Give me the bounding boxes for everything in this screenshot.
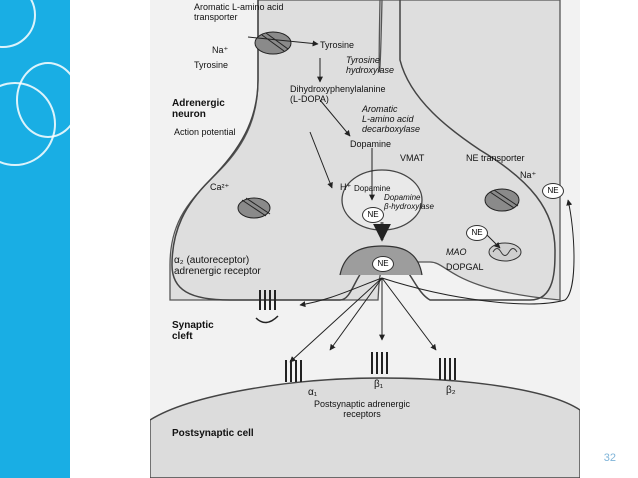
ne-molecule: NE bbox=[372, 256, 394, 272]
ne-transporter-label: NE transporter bbox=[466, 153, 525, 163]
dopamine-label: Dopamine bbox=[350, 139, 392, 149]
mitochondrion bbox=[488, 242, 522, 262]
ca-label: Ca²⁺ bbox=[210, 182, 230, 192]
synaptic-cleft-label: Synaptic cleft bbox=[172, 320, 214, 342]
alpha1-receptor bbox=[285, 360, 302, 382]
decorative-ring bbox=[0, 0, 36, 48]
beta2-receptor bbox=[439, 358, 456, 380]
arrow-transport bbox=[247, 36, 319, 47]
mao-label: MAO bbox=[446, 247, 467, 257]
action-potential-label: Action potential bbox=[174, 127, 236, 137]
amino-acid-transporter bbox=[254, 31, 292, 55]
adrenergic-neuron-label: Adrenergic neuron bbox=[172, 98, 225, 120]
dbh-label: Dopamine β-hydroxylase bbox=[384, 193, 434, 211]
na-right-label: Na⁺ bbox=[520, 170, 537, 180]
beta1-receptor bbox=[371, 352, 388, 374]
tyrosine-hydroxylase-label: Tyrosine hydroxylase bbox=[346, 55, 395, 75]
beta2-label: β₂ bbox=[446, 385, 456, 396]
postsynaptic-cell bbox=[150, 377, 580, 478]
transporter-label: Aromatic L-amino acid transporter bbox=[194, 2, 284, 22]
diagram-drawing: 8 bbox=[150, 0, 580, 478]
dopgal-label: DOPGAL bbox=[446, 262, 484, 272]
tyrosine-right-label: Tyrosine bbox=[320, 40, 355, 50]
slide-accent-bar bbox=[0, 0, 80, 478]
alpha2-label: α₂ (autoreceptor) adrenergic receptor bbox=[174, 255, 261, 277]
postsynaptic-receptors-label: Postsynaptic adrenergic receptors bbox=[314, 399, 411, 419]
postsynaptic-receptor-group bbox=[285, 352, 456, 382]
ne-molecule: NE bbox=[362, 207, 384, 223]
h-plus-label: H⁺ bbox=[340, 182, 352, 192]
vmat-label: VMAT bbox=[400, 153, 425, 163]
na-top-label: Na⁺ bbox=[212, 45, 229, 55]
mitochondrion-cristae bbox=[492, 248, 518, 256]
ne-transporter bbox=[484, 188, 520, 212]
ne-molecule: NE bbox=[542, 183, 564, 199]
tyrosine-left-label: Tyrosine bbox=[194, 60, 229, 70]
calcium-channel bbox=[237, 197, 271, 219]
ne-diffusion-arrows bbox=[289, 199, 575, 363]
alpha2-receptor-tail bbox=[255, 315, 279, 324]
beta1-label: β₁ bbox=[374, 379, 384, 390]
dopamine-vesicle-label: Dopamine bbox=[354, 184, 391, 193]
arrow-decarboxylation bbox=[319, 99, 351, 137]
decarboxylase-label: Aromatic L-amino acid decarboxylase bbox=[362, 104, 421, 134]
ne-molecule: NE bbox=[466, 225, 488, 241]
page-number: 32 bbox=[603, 452, 616, 464]
alpha1-label: α₁ bbox=[308, 387, 318, 398]
arrow-action-potential bbox=[309, 131, 333, 189]
dopa-label: Dihydroxyphenylalanine (L-DOPA) bbox=[290, 84, 386, 104]
alpha2-receptor bbox=[259, 290, 276, 310]
postsynaptic-cell-label: Postsynaptic cell bbox=[172, 428, 254, 439]
adrenergic-synapse-diagram: 8 bbox=[150, 0, 580, 478]
